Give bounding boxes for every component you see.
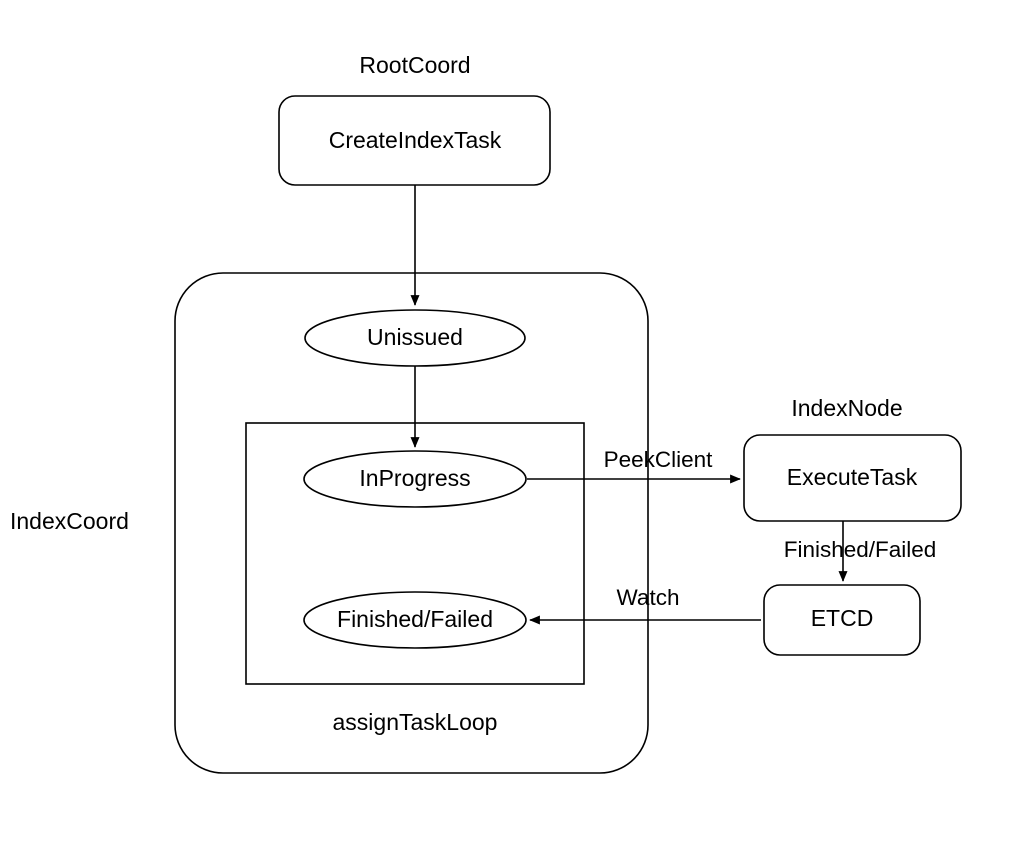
node-execute-task-label: ExecuteTask [787,464,918,490]
node-unissued-label: Unissued [367,324,463,350]
node-etcd[interactable]: ETCD [763,584,921,656]
group-label-indexcoord: IndexCoord [10,508,129,534]
group-label-rootcoord: RootCoord [359,52,470,78]
node-finished-failed-label: Finished/Failed [337,606,493,632]
node-inprogress-label: InProgress [359,465,470,491]
node-execute-task[interactable]: ExecuteTask [743,434,962,522]
node-unissued-shape [304,309,526,367]
node-inprogress-shape [303,450,527,508]
edge-label-finished-failed: Finished/Failed [784,537,937,562]
node-etcd-shape [763,584,921,656]
group-label-assigntaskloop: assignTaskLoop [333,709,498,735]
node-create-index-task[interactable]: CreateIndexTask [278,95,551,186]
node-inprogress[interactable]: InProgress [303,450,527,508]
edge-label-watch: Watch [617,585,680,610]
node-finished-failed[interactable]: Finished/Failed [303,591,527,649]
edge-label-peekclient: PeekClient [604,447,714,472]
node-execute-task-shape [743,434,962,522]
node-create-index-task-label: CreateIndexTask [329,127,502,153]
node-etcd-label: ETCD [811,605,874,631]
node-create-index-task-shape [278,95,551,186]
node-unissued[interactable]: Unissued [304,309,526,367]
group-label-indexnode: IndexNode [791,395,902,421]
node-finished-failed-shape [303,591,527,649]
